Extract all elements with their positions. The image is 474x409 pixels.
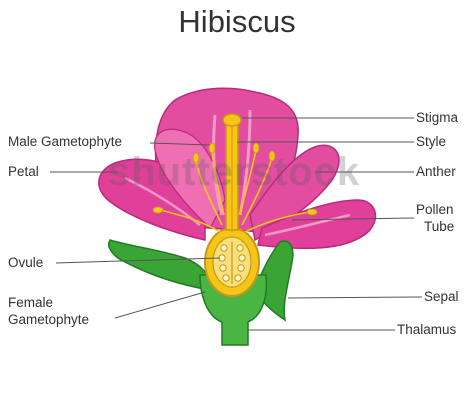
petal-right xyxy=(249,144,340,242)
label-female-line1: Female xyxy=(8,295,54,310)
pistil xyxy=(222,113,242,232)
label-petal: Petal xyxy=(8,164,39,179)
diagram-title: Hibiscus xyxy=(178,4,296,39)
label-sepal: Sepal xyxy=(424,289,459,304)
sepal-left xyxy=(108,239,213,291)
label-anther: Anther xyxy=(416,164,456,179)
anthers xyxy=(152,142,318,216)
watermark: shutterstock xyxy=(108,150,361,194)
thalamus-stem xyxy=(199,274,268,346)
label-ovule: Ovule xyxy=(8,255,44,270)
stigma xyxy=(222,113,242,127)
label-thalamus: Thalamus xyxy=(397,322,457,337)
label-pollen-line1: Pollen xyxy=(416,202,454,217)
label-style: Style xyxy=(416,134,447,149)
label-female-line2: Gametophyte xyxy=(8,312,90,327)
leader-lines xyxy=(50,117,423,331)
label-pollen-line2: Tube xyxy=(424,219,455,234)
ovary xyxy=(204,227,260,297)
label-stigma: Stigma xyxy=(416,110,459,125)
stamens xyxy=(159,149,311,233)
label-male-gametophyte: Male Gametophyte xyxy=(8,134,123,149)
